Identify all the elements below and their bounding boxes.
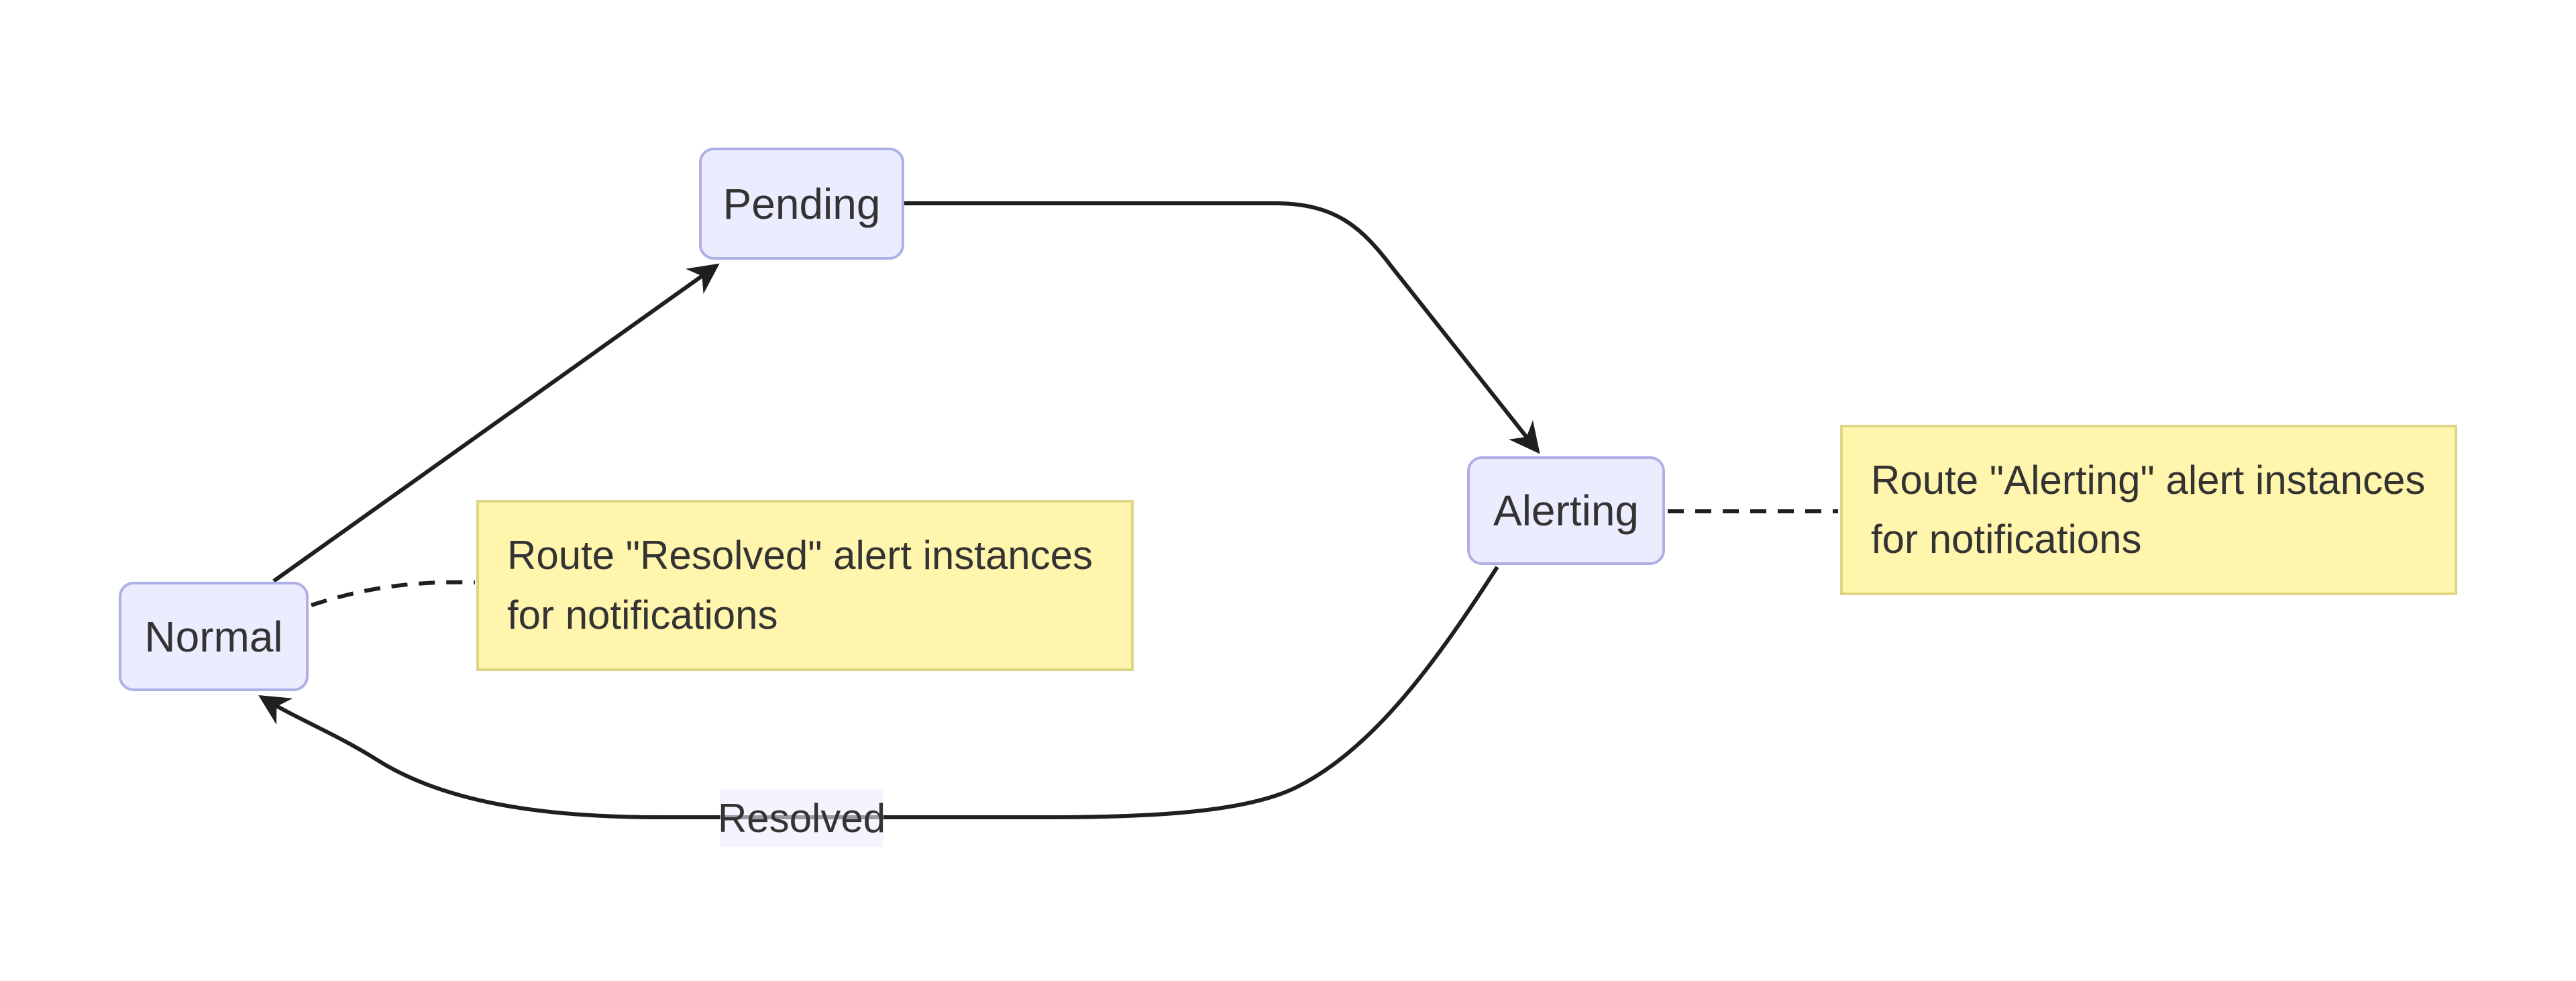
state-node-normal: Normal xyxy=(119,582,309,691)
note-alerting-routing: Route "Alerting" alert instances for not… xyxy=(1840,425,2457,595)
state-node-alerting: Alerting xyxy=(1467,456,1665,565)
edge-label-resolved: Resolved xyxy=(717,789,886,847)
note-resolved-routing-line1: Route "Resolved" alert instances xyxy=(507,533,1093,578)
note-resolved-routing-line2: for notifications xyxy=(507,592,778,637)
state-node-pending-label: Pending xyxy=(722,179,881,228)
note-alerting-routing-line1: Route "Alerting" alert instances xyxy=(1871,457,2426,503)
state-node-alerting-label: Alerting xyxy=(1493,486,1639,535)
state-node-normal-label: Normal xyxy=(144,612,283,661)
note-alerting-routing-line2: for notifications xyxy=(1871,517,2142,562)
edge-normal-to-note xyxy=(311,580,476,607)
edge-alerting-to-normal xyxy=(258,566,1499,819)
note-resolved-routing: Route "Resolved" alert instances for not… xyxy=(476,500,1134,671)
edge-label-resolved-text: Resolved xyxy=(717,795,886,841)
edge-normal-to-pending xyxy=(272,263,720,583)
state-node-pending: Pending xyxy=(699,148,904,260)
edge-pending-to-alerting xyxy=(904,201,1540,454)
